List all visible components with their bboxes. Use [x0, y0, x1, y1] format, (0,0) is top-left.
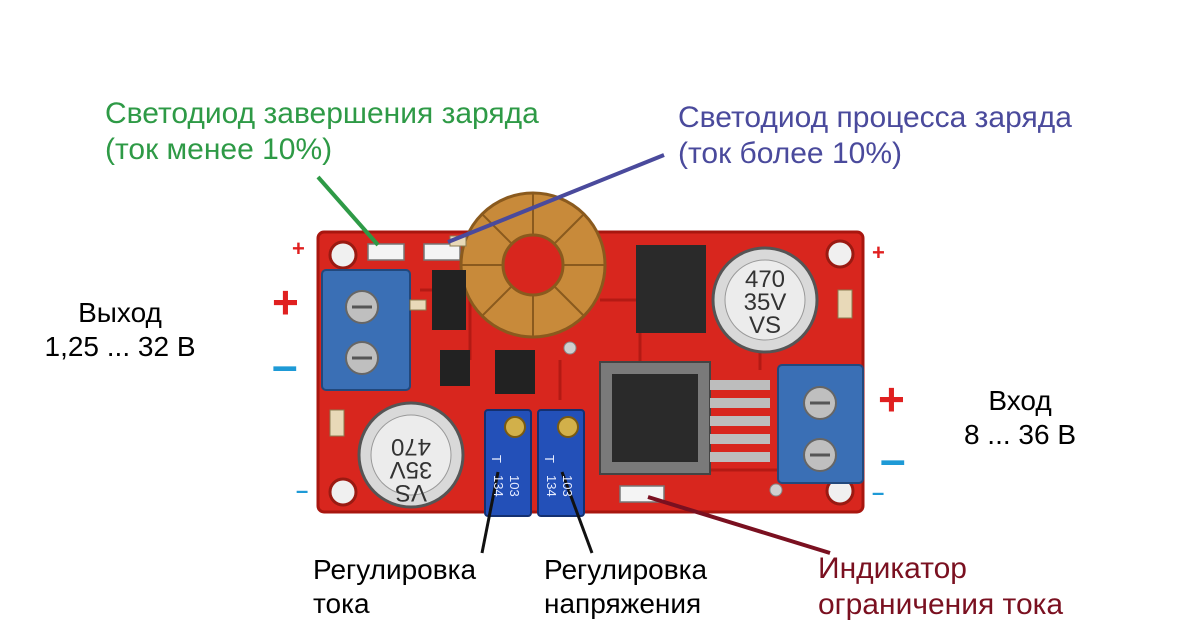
output-minus-sign: – [272, 339, 298, 391]
trim-right-text-3: 103 [560, 475, 575, 497]
voltage-adj-line2: напряжения [544, 587, 702, 619]
trim-right-text-1: T [542, 455, 557, 463]
cap-right-text-1: 470 [745, 266, 785, 293]
board-out-minus-mark: – [296, 478, 309, 503]
input-title: Вход [988, 385, 1052, 416]
cap-left-text-3: VS [395, 479, 427, 506]
limit-indicator-line2: ограничения тока [818, 588, 1064, 621]
board-in-plus-mark: + [872, 240, 885, 265]
limit-indicator-label: Индикатор ограничения тока [818, 551, 1063, 623]
input-plus-sign: + [878, 373, 905, 425]
output-range: 1,25 ... 32 В [44, 330, 196, 362]
led-process-line2: (ток более 10%) [678, 137, 902, 170]
board-in-minus-mark: – [872, 480, 885, 505]
led-complete-line2: (ток менее 10%) [105, 133, 333, 166]
led-process-label: Светодиод процесса заряда (ток более 10%… [678, 100, 1072, 172]
input-minus-sign: – [880, 433, 906, 485]
led-process-line1: Светодиод процесса заряда [678, 101, 1072, 134]
cap-right-text-2: 35V [744, 289, 787, 316]
voltage-adj-label: Регулировка напряжения [544, 553, 707, 620]
cap-left-text-1: 470 [391, 433, 431, 460]
trim-left-text-1: T [489, 455, 504, 463]
cap-left-text-2: 35V [390, 456, 433, 483]
current-adj-label: Регулировка тока [313, 553, 476, 620]
input-label: Вход 8 ... 36 В [940, 384, 1100, 451]
led-complete-line1: Светодиод завершения заряда [105, 97, 539, 130]
led-complete-label: Светодиод завершения заряда (ток менее 1… [105, 96, 539, 168]
trim-left-text-3: 103 [507, 475, 522, 497]
limit-indicator-line1: Индикатор [818, 552, 967, 585]
output-title: Выход [78, 297, 162, 328]
board-out-plus-mark: + [292, 236, 305, 261]
output-plus-sign: + [272, 276, 299, 328]
current-adj-line1: Регулировка [313, 554, 477, 585]
input-range: 8 ... 36 В [963, 418, 1077, 450]
voltage-adj-line1: Регулировка [544, 554, 708, 585]
cap-right-text-3: VS [749, 312, 781, 339]
output-label: Выход 1,25 ... 32 В [20, 296, 220, 363]
trim-left-text-2: 134 [491, 475, 506, 497]
trim-right-text-2: 134 [544, 475, 559, 497]
current-adj-line2: тока [313, 587, 370, 619]
